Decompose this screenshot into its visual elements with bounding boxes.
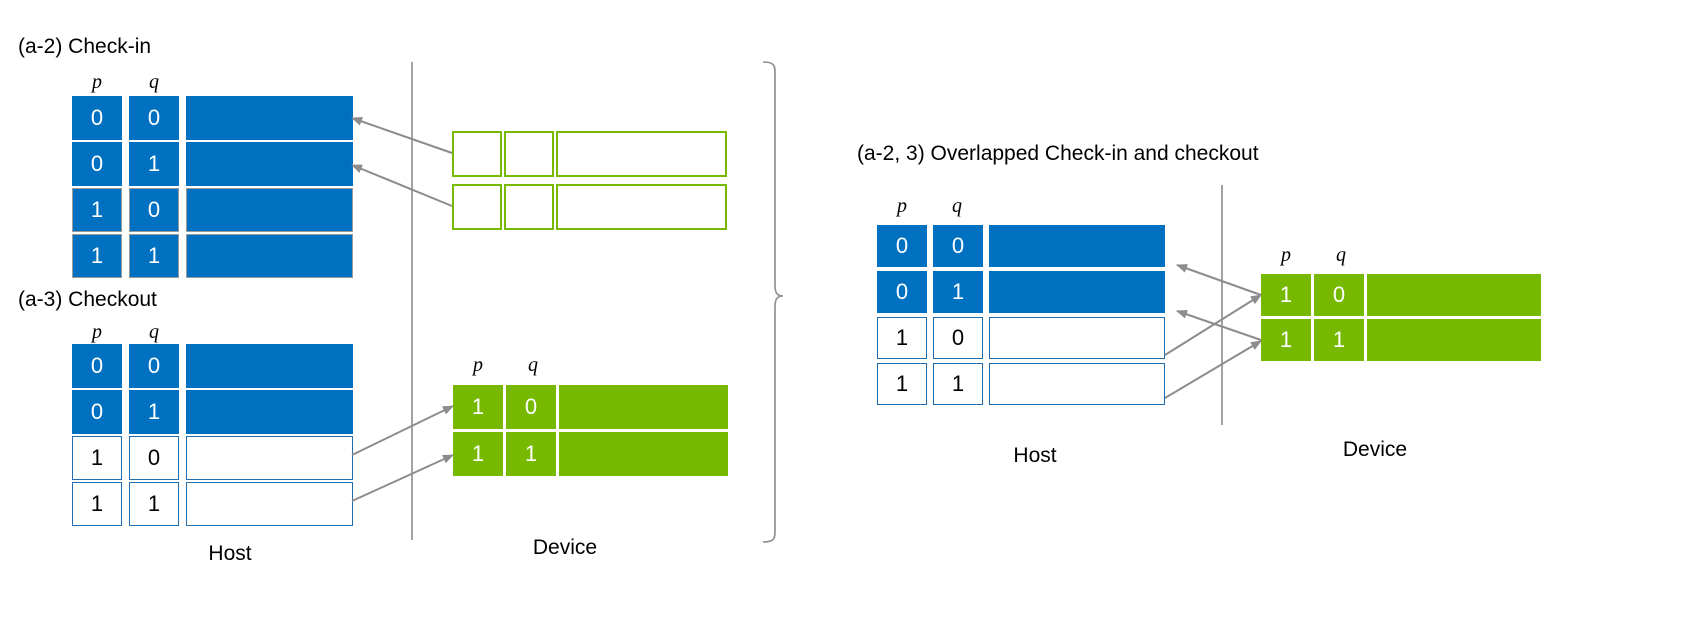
arrow-checkout-host3-to-device1 — [351, 405, 454, 456]
arrow-overlapped-host3-to-device1 — [1164, 294, 1262, 356]
cell-payload — [989, 271, 1165, 313]
arrow-checkin-device2-to-host2 — [351, 164, 453, 207]
cell-p — [452, 184, 502, 230]
cell-p — [452, 131, 502, 177]
cell-q: 1 — [933, 271, 983, 313]
cell-payload — [186, 482, 353, 526]
cell-p: 1 — [453, 432, 503, 476]
cell-payload — [1367, 274, 1541, 316]
overlapped-host-col-header-q: q — [952, 195, 962, 217]
cell-q — [504, 131, 554, 177]
arrow-overlapped-host4-to-device2 — [1164, 340, 1262, 399]
overlapped-host-label: Host — [1013, 444, 1057, 467]
cell-q: 0 — [129, 436, 179, 480]
overlapped-host-row-1[interactable]: 0 0 — [877, 225, 1165, 267]
checkout-device-row-2[interactable]: 1 1 — [453, 432, 728, 476]
cell-payload — [186, 142, 353, 186]
checkin-host-col-header-q: q — [149, 71, 159, 93]
cell-q — [504, 184, 554, 230]
cell-payload — [186, 390, 353, 434]
overlapped-device-col-header-p: p — [1281, 244, 1291, 266]
cell-payload — [186, 188, 353, 232]
overlapped-host-row-4[interactable]: 1 1 — [877, 363, 1165, 405]
cell-payload — [186, 234, 353, 278]
cell-q: 1 — [506, 432, 556, 476]
overlapped-host-row-3[interactable]: 1 0 — [877, 317, 1165, 359]
cell-p: 0 — [72, 344, 122, 388]
arrow-checkin-device1-to-host1 — [351, 117, 453, 154]
overlapped-device-col-header-q: q — [1336, 244, 1346, 266]
cell-p: 1 — [72, 436, 122, 480]
cell-payload — [989, 225, 1165, 267]
checkout-host-row-4[interactable]: 1 1 — [72, 482, 353, 526]
cell-q: 1 — [129, 390, 179, 434]
cell-q: 0 — [129, 96, 179, 140]
cell-payload — [186, 436, 353, 480]
checkin-host-col-header-p: p — [92, 71, 102, 93]
checkout-device-col-header-p: p — [473, 354, 483, 376]
cell-q: 0 — [933, 317, 983, 359]
cell-q: 1 — [129, 234, 179, 278]
cell-payload — [556, 184, 727, 230]
checkin-host-row-3[interactable]: 1 0 — [72, 188, 353, 232]
cell-p: 0 — [72, 96, 122, 140]
overlapped-device-label: Device — [1342, 438, 1408, 461]
panel-title-checkout: (a-3) Checkout — [18, 288, 157, 311]
checkout-host-row-1[interactable]: 0 0 — [72, 344, 353, 388]
cell-p: 1 — [877, 363, 927, 405]
cell-p: 1 — [1261, 319, 1311, 361]
cell-q: 1 — [129, 482, 179, 526]
cell-payload — [989, 363, 1165, 405]
overlapped-host-row-2[interactable]: 0 1 — [877, 271, 1165, 313]
cell-p: 1 — [1261, 274, 1311, 316]
checkout-host-col-header-p: p — [92, 321, 102, 343]
panel-title-checkin: (a-2) Check-in — [18, 35, 152, 58]
cell-q: 0 — [129, 188, 179, 232]
cell-p: 1 — [72, 482, 122, 526]
cell-p: 1 — [877, 317, 927, 359]
group-brace — [762, 61, 784, 543]
cell-payload — [989, 317, 1165, 359]
checkin-host-row-2[interactable]: 0 1 — [72, 142, 353, 186]
checkout-device-col-header-q: q — [528, 354, 538, 376]
overlapped-device-row-2[interactable]: 1 1 — [1261, 319, 1541, 361]
cell-payload — [559, 432, 728, 476]
cell-p: 0 — [72, 390, 122, 434]
checkin-device-row-1[interactable] — [452, 131, 727, 177]
cell-q: 0 — [1314, 274, 1364, 316]
panel-title-overlapped: (a-2, 3) Overlapped Check-in and checkou… — [857, 142, 1259, 165]
cell-p: 0 — [72, 142, 122, 186]
arrow-overlapped-device2-to-host2 — [1176, 310, 1262, 341]
checkout-device-row-1[interactable]: 1 0 — [453, 385, 728, 429]
cell-p: 1 — [72, 188, 122, 232]
checkout-host-label: Host — [208, 542, 252, 565]
checkout-host-col-header-q: q — [149, 321, 159, 343]
arrow-overlapped-device1-to-host1 — [1176, 264, 1262, 296]
checkout-host-row-3[interactable]: 1 0 — [72, 436, 353, 480]
cell-q: 0 — [129, 344, 179, 388]
checkin-device-row-2[interactable] — [452, 184, 727, 230]
checkout-host-row-2[interactable]: 0 1 — [72, 390, 353, 434]
overlapped-host-col-header-p: p — [897, 195, 907, 217]
cell-q: 1 — [933, 363, 983, 405]
cell-p: 1 — [72, 234, 122, 278]
cell-payload — [1367, 319, 1541, 361]
cell-payload — [186, 344, 353, 388]
cell-q: 1 — [129, 142, 179, 186]
checkin-host-row-1[interactable]: 0 0 — [72, 96, 353, 140]
cell-q: 0 — [506, 385, 556, 429]
cell-p: 0 — [877, 271, 927, 313]
cell-payload — [556, 131, 727, 177]
cell-p: 1 — [453, 385, 503, 429]
cell-payload — [559, 385, 728, 429]
cell-q: 1 — [1314, 319, 1364, 361]
arrow-checkout-host4-to-device2 — [351, 454, 454, 502]
cell-p: 0 — [877, 225, 927, 267]
overlapped-device-row-1[interactable]: 1 0 — [1261, 274, 1541, 316]
checkin-host-row-4[interactable]: 1 1 — [72, 234, 353, 278]
cell-q: 0 — [933, 225, 983, 267]
checkout-device-label: Device — [532, 536, 598, 559]
cell-payload — [186, 96, 353, 140]
